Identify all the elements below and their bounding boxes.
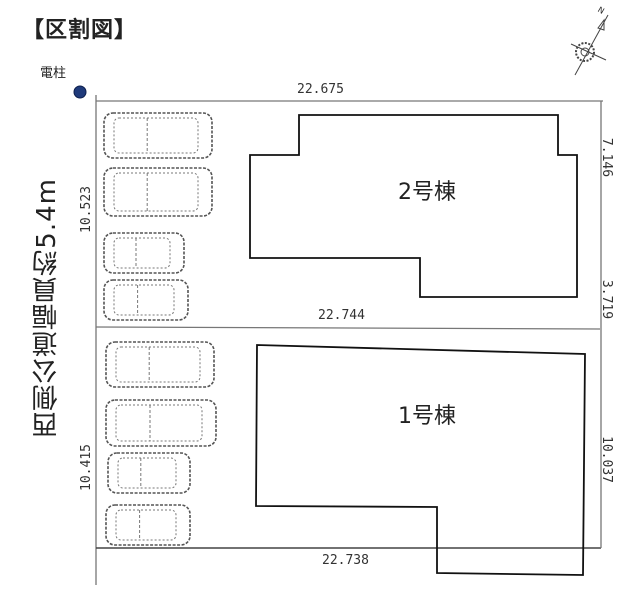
dim-top: 22.675 <box>297 82 344 97</box>
building-1-label: 1号棟 <box>398 404 456 429</box>
parked-car-icon <box>103 167 213 217</box>
parked-car-icon <box>107 452 191 494</box>
dim-right-upper-a: 7.146 <box>599 137 615 178</box>
compass-icon <box>570 14 609 76</box>
parked-car-icon <box>105 504 191 546</box>
parked-car-icon <box>103 232 185 274</box>
building-2-outline <box>249 114 578 298</box>
dim-left-lower: 10.415 <box>78 444 94 491</box>
dim-right-lower: 10.037 <box>598 436 614 483</box>
dim-bottom: 22.738 <box>322 553 369 568</box>
parked-car-icon <box>105 341 215 388</box>
building-1-outline <box>255 344 586 576</box>
dim-right-upper-b: 3.719 <box>599 279 615 320</box>
dim-middle: 22.744 <box>318 308 365 323</box>
dim-left-upper: 10.523 <box>78 186 94 233</box>
parked-car-icon <box>103 112 213 159</box>
parked-car-icon <box>103 279 189 321</box>
parked-car-icon <box>105 399 217 447</box>
lot-line-middle <box>95 326 601 330</box>
utility-pole-label: 電柱 <box>40 66 67 81</box>
utility-pole-icon <box>73 85 87 99</box>
page-title: 【区割図】 <box>22 18 138 43</box>
building-2-label: 2号棟 <box>398 180 456 205</box>
road-label: 西側公道幅員約5.4m <box>32 178 62 438</box>
